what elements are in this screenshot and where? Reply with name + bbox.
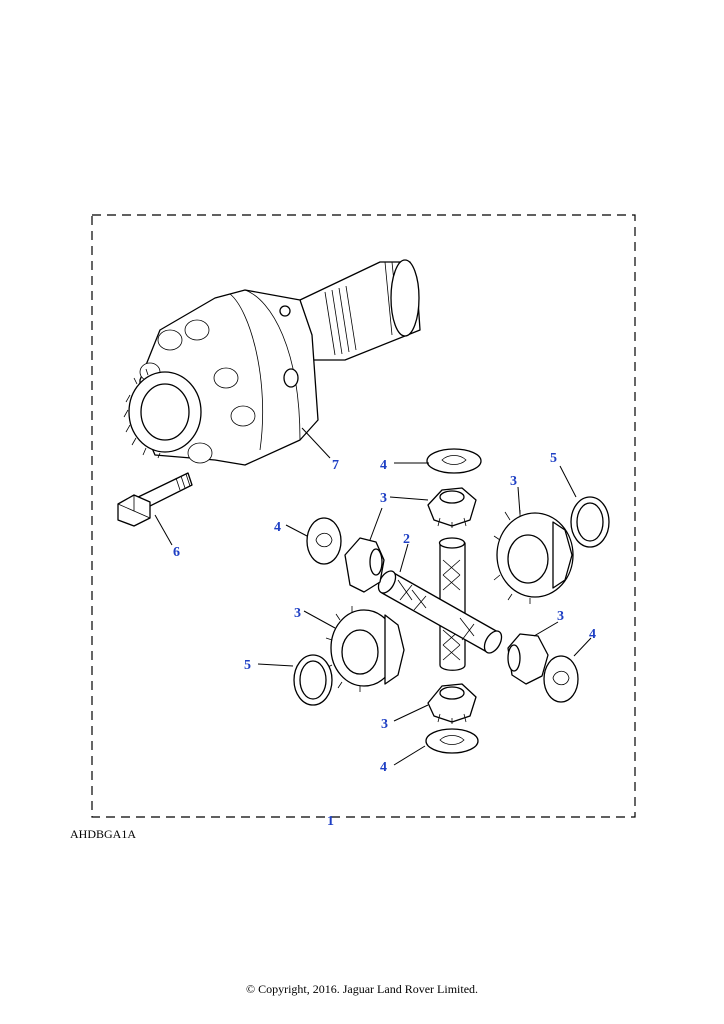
pinion-gear-left xyxy=(344,537,385,593)
callout-cross-pin: 2 xyxy=(403,532,410,547)
differential-case xyxy=(123,259,421,466)
callout-gear-right-large: 3 xyxy=(510,474,517,489)
callout-washer-top: 4 xyxy=(380,458,387,473)
callout-thrust-washer-right: 5 xyxy=(550,451,557,466)
washer-left xyxy=(306,517,342,565)
copyright-notice: © Copyright, 2016. Jaguar Land Rover Lim… xyxy=(245,982,479,996)
kit-boundary xyxy=(91,214,636,818)
washer-bottom xyxy=(425,728,479,754)
cross-pin-horizontal xyxy=(377,570,503,654)
callout-gear-bottom-small: 3 xyxy=(381,717,388,732)
side-gear-large-left xyxy=(325,606,405,692)
thrust-washer-left xyxy=(293,654,333,706)
figure-reference: AHDBGA1A xyxy=(70,827,136,841)
washer-top xyxy=(426,448,482,474)
callout-kit: 1 xyxy=(327,814,334,829)
callout-gear-top-small: 3 xyxy=(380,491,387,506)
callout-labels: 1 7 6 4 3 3 5 4 2 3 3 3 4 5 3 4 xyxy=(173,451,596,829)
callout-washer-right: 4 xyxy=(589,627,596,642)
thrust-washer-right xyxy=(570,496,610,548)
callout-bolt: 6 xyxy=(173,545,180,560)
callout-gear-left-large: 3 xyxy=(294,606,301,621)
callout-gear-right-small: 3 xyxy=(557,609,564,624)
callout-thrust-washer-left: 5 xyxy=(244,658,251,673)
leader-lines xyxy=(154,427,592,766)
pinion-gear-right xyxy=(507,633,549,685)
callout-washer-left: 4 xyxy=(274,520,281,535)
side-gear-large-right xyxy=(493,510,574,604)
pinion-gear-top xyxy=(427,487,477,528)
callout-washer-bottom: 4 xyxy=(380,760,387,775)
pinion-gear-bottom xyxy=(427,683,477,724)
callout-differential-case: 7 xyxy=(332,458,339,473)
bolt xyxy=(117,472,193,527)
washer-right xyxy=(543,655,579,703)
